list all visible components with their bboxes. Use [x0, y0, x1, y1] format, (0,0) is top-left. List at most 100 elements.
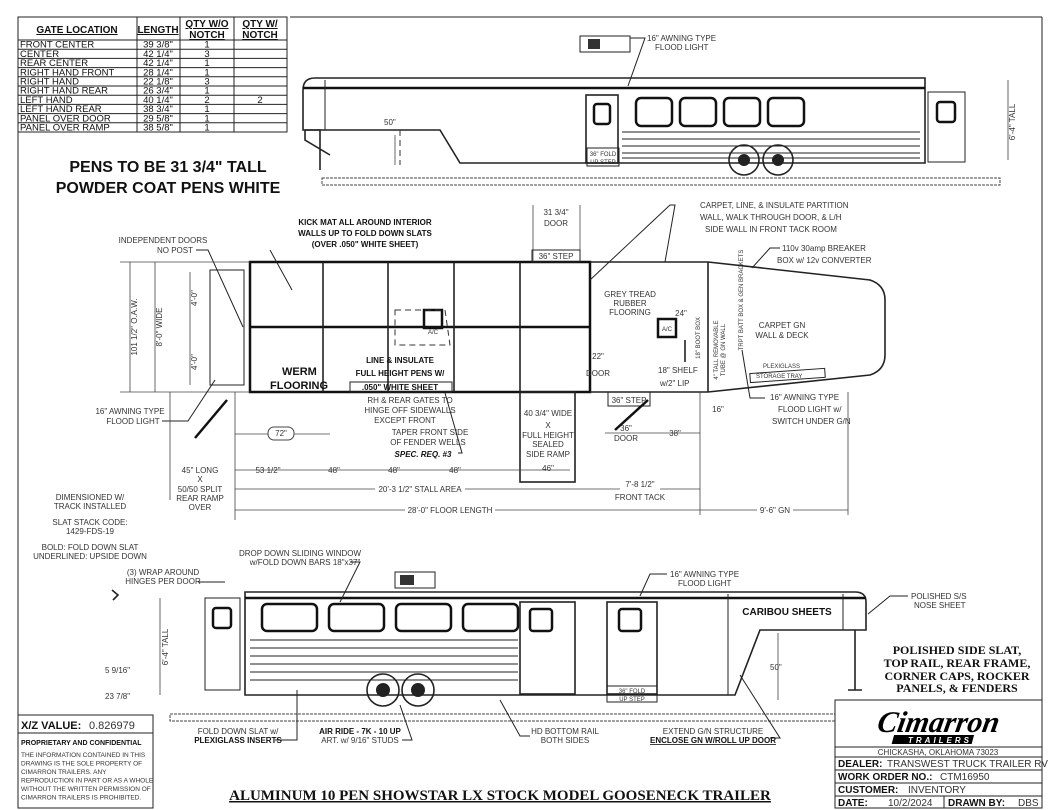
- tube-1: 4" TALL REMOVABLE: [714, 320, 720, 379]
- table-cell-length: 38 3/4": [143, 104, 173, 115]
- dim-floor-length: 28'-0" FLOOR LENGTH: [408, 506, 493, 515]
- line-insulate-1: LINE & INSULATE: [366, 356, 435, 365]
- breaker-1: 110v 30amp BREAKER: [782, 244, 866, 253]
- door-width: 31 3/4": [543, 208, 568, 217]
- spec-req: SPEC. REQ. #3: [395, 450, 452, 459]
- kick-mat-3: (OVER .050" WHITE SHEET): [312, 240, 419, 249]
- dim-oaw: 101 1/2" O.A.W.: [130, 298, 139, 355]
- table-cell-length: 39 3/8": [143, 40, 173, 51]
- table-cell-length: 42 1/4": [143, 49, 173, 60]
- table-cell-qty-without-notch: 1: [204, 123, 209, 134]
- carpet-partition-1: CARPET, LINE, & INSULATE PARTITION: [700, 201, 849, 210]
- door-22: DOOR: [586, 369, 610, 378]
- air-ride-2: ART. w/ 9/16" STUDS: [321, 736, 398, 745]
- xz-value: 0.826979: [89, 720, 135, 732]
- confidential-box: X/Z VALUE: 0.826979 PROPRIETARY AND CONF…: [17, 714, 154, 809]
- logo-wordmark: Cimarron: [875, 705, 1003, 739]
- bottom-slats: [250, 639, 518, 681]
- plexi-2: STORAGE TRAY: [756, 374, 802, 380]
- step-top: 36" STEP: [539, 252, 574, 261]
- ramp-1: 40 3/4" WIDE: [524, 409, 572, 418]
- extend-gn-1: EXTEND G/N STRUCTURE: [663, 727, 763, 736]
- drawing-title: ALUMINUM 10 PEN SHOWSTAR LX STOCK MODEL …: [229, 788, 771, 804]
- dim-4-b: 4'-0": [190, 354, 199, 370]
- bold-legend: BOLD: FOLD DOWN SLAT: [42, 543, 139, 552]
- dim-8-wide: 8'-0" WIDE: [155, 307, 164, 346]
- work-order-label: WORK ORDER NO.:: [838, 772, 932, 783]
- fold-slat-2: PLEXIGLASS INSERTS: [194, 736, 282, 745]
- table-cell-qty-without-notch: 1: [204, 86, 209, 97]
- table-cell-gate-location: PANEL OVER DOOR: [20, 113, 111, 124]
- boot-box: 18" BOOT BOX: [696, 317, 702, 359]
- bottom-awning-2: FLOOD LIGHT: [678, 579, 731, 588]
- stall-ac-label: A/C: [428, 330, 439, 336]
- dim-72: 72": [275, 429, 287, 438]
- ramp-3: FULL HEIGHT: [522, 431, 574, 440]
- slats: [622, 131, 920, 159]
- table-cell-length: 38 5/8": [143, 123, 173, 134]
- tube-2: TUBE @ GN WALL: [721, 323, 727, 376]
- slat-legend: DIMENSIONED W/ TRACK INSTALLED SLAT STAC…: [33, 493, 147, 561]
- table-cell-qty-without-notch: 2: [204, 95, 209, 106]
- hd-rail-2: BOTH SIDES: [541, 736, 589, 745]
- dim-4-a: 4'-0": [190, 290, 199, 306]
- front-tack-label: FRONT TACK: [615, 493, 666, 502]
- confidential-line: REPRODUCTION IN PART OR AS A WHOLE: [21, 778, 154, 785]
- dim-38: 38": [669, 429, 681, 438]
- header-qty-wo: QTY W/O: [185, 19, 228, 30]
- polished-4: PANELS, & FENDERS: [896, 681, 1018, 695]
- extend-gn-2: ENCLOSE GN W/ROLL UP DOOR: [650, 736, 776, 745]
- nose-sheet-2: NOSE SHEET: [914, 601, 966, 610]
- header-qty-wo-notch: NOTCH: [189, 30, 225, 41]
- carpet-partition-3: SIDE WALL IN FRONT TACK ROOM: [705, 225, 837, 234]
- flood-3: SWITCH UNDER G/N: [772, 417, 851, 426]
- header-qty-w-notch: NOTCH: [242, 30, 278, 41]
- taper-2: OF FENDER WELLS: [390, 438, 466, 447]
- dealer-label: DEALER:: [838, 759, 882, 770]
- dim-23-7-8: 23 7/8": [105, 692, 130, 701]
- dim-gn: 9'-6" GN: [760, 506, 790, 515]
- drawn-by-label: DRAWN BY:: [948, 798, 1005, 809]
- date-value: 10/2/2024: [888, 798, 933, 809]
- table-cell-gate-location: PANEL OVER RAMP: [20, 123, 110, 134]
- table-cell-gate-location: LEFT HAND: [20, 95, 73, 106]
- hd-rail-1: HD BOTTOM RAIL: [531, 727, 599, 736]
- top-side-view: 50" 6'-4" TALL 36" FOLD UP STEP 16" AWNI…: [302, 34, 1017, 186]
- kick-mat-1: KICK MAT ALL AROUND INTERIOR: [298, 218, 432, 227]
- logo-sub: TRAILERS: [908, 736, 972, 745]
- table-cell-gate-location: RIGHT HAND: [20, 77, 79, 88]
- table-cell-length: 42 1/4": [143, 58, 173, 69]
- bottom-step-2: UP STEP: [619, 697, 645, 703]
- fold-slat-1: FOLD DOWN SLAT w/: [198, 727, 279, 736]
- sheet-frame: [17, 16, 1043, 715]
- table-cell-gate-location: REAR CENTER: [20, 58, 88, 69]
- header-length: LENGTH: [137, 25, 178, 36]
- table-cell-length: 28 1/4": [143, 67, 173, 78]
- table-cell-gate-location: RIGHT HAND REAR: [20, 86, 108, 97]
- ramp-4: SEALED: [532, 440, 564, 449]
- floor-plan-view: A/C A/C PLEXIGLASS STORAGE TRAY WERM FLO…: [95, 201, 886, 520]
- table-cell-length: 26 3/4": [143, 86, 173, 97]
- dim-50: 50": [384, 118, 396, 127]
- title-block: Cimarron TRAILERS CHICKASHA, OKLAHOMA 73…: [834, 699, 1048, 809]
- air-ride-1: AIR RIDE - 7K - 10 UP: [319, 727, 401, 736]
- dim-48-a: 48": [328, 466, 340, 475]
- confidential-line: WITHOUT THE WRITTEN PERMISSION OF: [21, 786, 151, 793]
- note-powder-coat: POWDER COAT PENS WHITE: [56, 180, 281, 197]
- cimarron-logo: Cimarron TRAILERS: [875, 705, 1003, 745]
- gate-location-table: GATE LOCATION LENGTH QTY W/O NOTCH QTY W…: [17, 16, 288, 134]
- polished-2: TOP RAIL, REAR FRAME,: [884, 656, 1031, 670]
- carpet-gn-1: CARPET GN: [759, 321, 806, 330]
- step-bottom: 36" STEP: [612, 396, 647, 405]
- carpet-gn-2: WALL & DECK: [755, 331, 809, 340]
- confidential-heading: PROPRIETARY AND CONFIDENTIAL: [21, 740, 142, 747]
- table-cell-gate-location: FRONT CENTER: [20, 40, 94, 51]
- dim-36: 36": [620, 424, 632, 433]
- dim-48-b: 48": [388, 466, 400, 475]
- confidential-line: CIMARRON TRAILERS. ANY: [21, 769, 107, 776]
- taper-1: TAPER FRONT SIDE: [392, 428, 469, 437]
- bottom-awning-1: 16" AWNING TYPE: [670, 570, 739, 579]
- table-cell-qty-without-notch: 1: [204, 113, 209, 124]
- rh-gates-3: EXCEPT FRONT: [374, 416, 436, 425]
